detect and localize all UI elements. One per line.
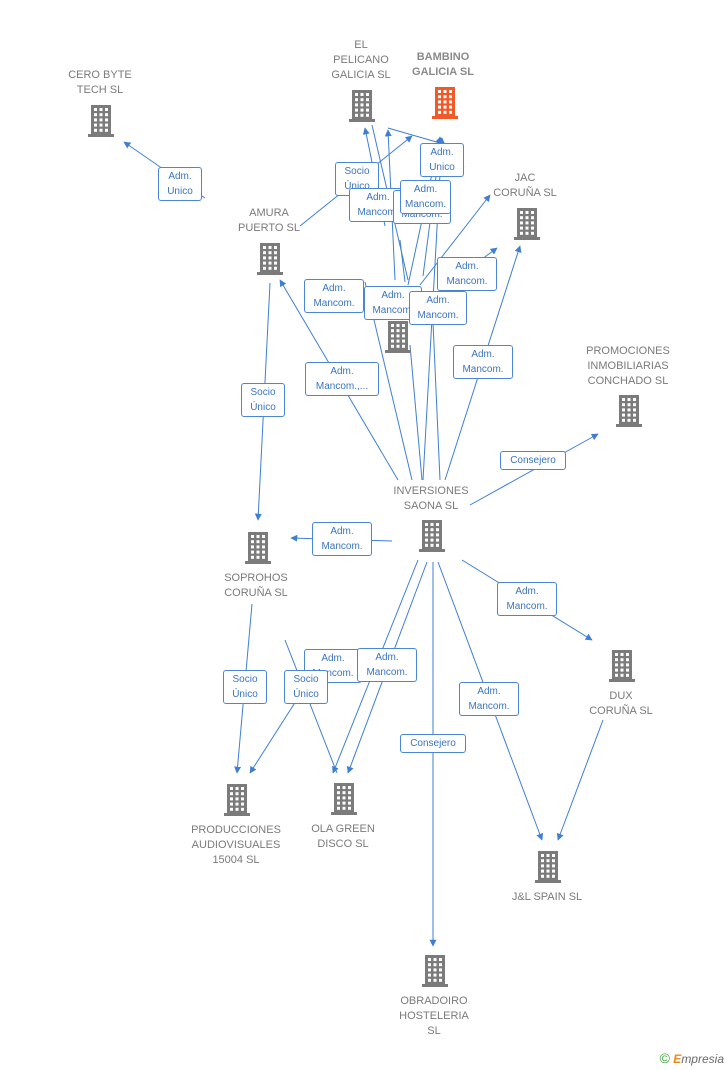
edge-label[interactable]: Socio Único	[284, 670, 328, 704]
edge-line-extra-0	[284, 639, 338, 774]
building-icon-olagreen[interactable]	[331, 783, 357, 815]
edge-line-extra-6	[409, 344, 423, 481]
node-label-dux[interactable]: DUX CORUÑA SL	[589, 690, 653, 717]
node-label-cerobyte[interactable]: CERO BYTE TECH SL	[68, 69, 132, 96]
node-label-soprohos[interactable]: SOPROHOS CORUÑA SL	[224, 572, 288, 599]
building-icon-obradoiro[interactable]	[422, 955, 448, 987]
edge-line-extra-5	[431, 299, 441, 481]
node-label-inversiones[interactable]: INVERSIONES SAONA SL	[393, 485, 469, 512]
edge-label[interactable]: Adm. Mancom.	[437, 257, 497, 291]
building-icon-dux[interactable]	[609, 650, 635, 682]
node-label-pelicano[interactable]: EL PELICANO GALICIA SL	[331, 39, 391, 81]
node-label-olagreen[interactable]: OLA GREEN DISCO SL	[311, 823, 375, 850]
edge-label[interactable]: Adm. Mancom.	[400, 180, 452, 214]
building-icon-cerobyte[interactable]	[88, 105, 114, 137]
brand-watermark: © Empresia	[660, 1050, 724, 1066]
node-label-amura[interactable]: AMURA PUERTO SL	[238, 207, 300, 234]
edge-label[interactable]: Consejero	[400, 734, 466, 753]
edge-label[interactable]: Adm. Mancom.	[304, 279, 364, 313]
building-icon-soprohos[interactable]	[245, 532, 271, 564]
edge-line-22	[556, 719, 604, 841]
edge-label[interactable]: Adm. Mancom.	[357, 648, 417, 682]
building-icon-promociones[interactable]	[616, 395, 642, 427]
node-label-bambino[interactable]: BAMBINO GALICIA SL	[412, 51, 474, 78]
edge-line-extra-1	[399, 239, 406, 283]
brand-name: mpresia	[681, 1052, 724, 1066]
building-icon-pelicano[interactable]	[349, 90, 375, 122]
edge-label[interactable]: Adm. Unico	[420, 143, 464, 177]
brand-initial: E	[673, 1052, 682, 1066]
node-label-promociones[interactable]: PROMOCIONES INMOBILIARIAS CONCHADO SL	[586, 345, 670, 387]
node-label-jlspain[interactable]: J&L SPAIN SL	[511, 891, 583, 903]
edge-label[interactable]: Consejero	[500, 451, 566, 470]
building-icon-bambino[interactable]	[432, 87, 458, 119]
building-icon-amura[interactable]	[257, 243, 283, 275]
node-label-producciones[interactable]: PRODUCCIONES AUDIOVISUALES 15004 SL	[191, 824, 281, 866]
edge-label[interactable]: Socio Único	[223, 670, 267, 704]
node-label-jac[interactable]: JAC CORUÑA SL	[493, 172, 557, 199]
edge-line-extra-3	[387, 127, 441, 144]
edge-label[interactable]: Adm. Unico	[158, 167, 202, 201]
building-icon-jlspain[interactable]	[535, 851, 561, 883]
building-icon-inversiones[interactable]	[419, 520, 445, 552]
building-icon-hidden[interactable]	[385, 321, 411, 353]
building-icon-producciones[interactable]	[224, 784, 250, 816]
edge-label[interactable]: Adm. Mancom.	[312, 522, 372, 556]
edge-label[interactable]: Adm. Mancom.,...	[305, 362, 379, 396]
copyright-symbol: ©	[659, 1050, 670, 1066]
edge-label[interactable]: Adm. Mancom.	[459, 682, 519, 716]
building-icon-jac[interactable]	[514, 208, 540, 240]
edge-label[interactable]: Adm. Mancom.	[409, 291, 467, 325]
edge-line-8	[419, 194, 491, 286]
edge-label[interactable]: Adm. Mancom.	[453, 345, 513, 379]
edge-label[interactable]: Socio Único	[241, 383, 285, 417]
node-label-obradoiro[interactable]: OBRADOIRO HOSTELERIA SL	[399, 995, 469, 1037]
edge-label[interactable]: Adm. Mancom.	[497, 582, 557, 616]
